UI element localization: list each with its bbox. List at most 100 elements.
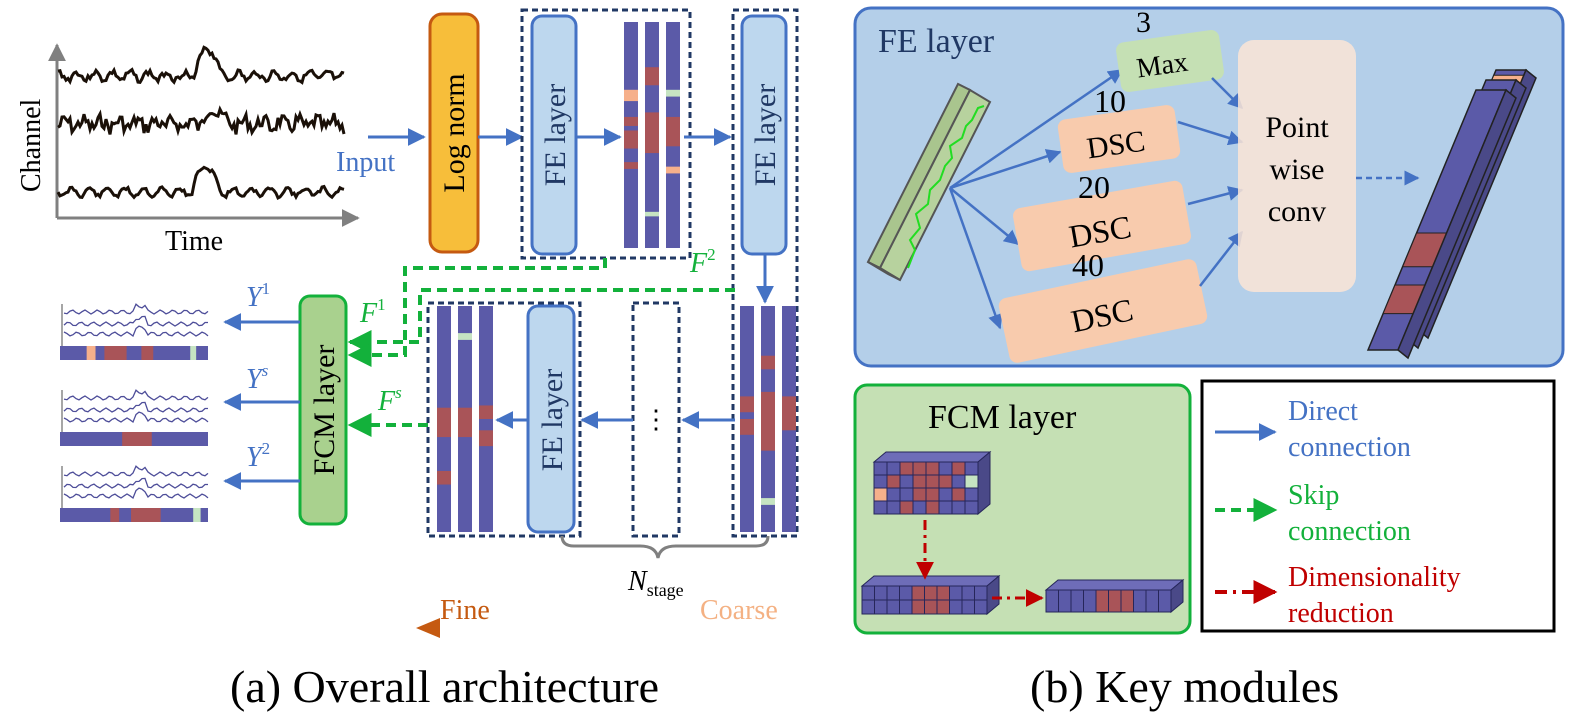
tensor-cell xyxy=(1045,589,1059,613)
tensor-cell xyxy=(1158,589,1172,613)
tensor-cell xyxy=(911,585,925,601)
tensor-cell xyxy=(938,461,953,476)
tensor-cell xyxy=(925,487,940,502)
feature-segment xyxy=(782,396,796,431)
tensor-cell xyxy=(964,500,979,515)
fine-arrowhead xyxy=(416,618,440,638)
pointwise-line-1: Point xyxy=(1265,111,1329,144)
feature-segment xyxy=(740,419,754,435)
y2-label: Y2 xyxy=(246,439,270,473)
output-predictions xyxy=(60,303,209,522)
tensor-cell xyxy=(974,585,988,601)
tensor-cell xyxy=(924,585,938,601)
feature-segment xyxy=(624,116,638,126)
tensor-cell xyxy=(936,585,950,601)
max-label: Max xyxy=(1135,47,1190,85)
signal-trace-2 xyxy=(57,105,346,138)
fe-layer-label-1: FE layer xyxy=(539,84,572,186)
feature-map-1 xyxy=(624,22,680,248)
tensor-cell xyxy=(938,474,953,489)
fe-layer-label-3: FE layer xyxy=(536,369,569,471)
tensor-cell xyxy=(951,500,966,515)
tensor-cell xyxy=(938,500,953,515)
tensor-cell xyxy=(951,487,966,502)
tensor-top-face xyxy=(1044,579,1185,591)
tensor-cell xyxy=(886,487,901,502)
tensor-cell xyxy=(873,500,888,515)
tensor-cell xyxy=(912,487,927,502)
fs-label: Fs xyxy=(377,383,402,417)
output-segment xyxy=(141,346,154,360)
dsc-kernel-10: 10 xyxy=(1094,83,1126,119)
tensor-side xyxy=(1397,88,1517,360)
tensor-cell xyxy=(886,500,901,515)
log-norm-label: Log norm xyxy=(438,73,471,192)
ys-label: Ys xyxy=(246,361,269,395)
output-trace xyxy=(63,389,209,401)
y1-label: Y1 xyxy=(246,279,270,313)
fe-module-panel xyxy=(853,6,1565,368)
caption-a: (a) Overall architecture xyxy=(230,661,659,712)
fe-layer-block-1: FE layer xyxy=(530,14,578,256)
feature-map-2 xyxy=(740,306,796,532)
tensor-cell xyxy=(899,599,913,615)
tensor-cell xyxy=(874,585,888,601)
pointwise-conv-box xyxy=(1238,40,1356,292)
fe-input-slab xyxy=(866,82,992,282)
feature-segment xyxy=(458,407,472,438)
tensor-cell xyxy=(899,461,914,476)
legend-dimred-line-2: reduction xyxy=(1288,598,1394,629)
output-trace xyxy=(63,411,209,424)
legend-skip-line-2: connection xyxy=(1288,516,1411,547)
fe-output-tensor xyxy=(1366,68,1537,360)
tensor-cell xyxy=(911,599,925,615)
feature-segment xyxy=(437,407,451,438)
stage-group-last xyxy=(426,301,582,538)
dsc-kernel-40: 40 xyxy=(1072,247,1104,283)
fine-label: Fine xyxy=(440,595,490,626)
output-segment xyxy=(104,346,127,360)
tensor-cell xyxy=(964,474,979,489)
output-trace xyxy=(63,325,209,338)
output-trace xyxy=(63,465,209,477)
feature-segment xyxy=(458,333,472,340)
tensor-cell xyxy=(1095,589,1109,613)
tensor-cell xyxy=(1058,589,1072,613)
tensor-cell xyxy=(949,585,963,601)
dsc-box-10 xyxy=(1057,105,1181,173)
tensor-cell xyxy=(925,461,940,476)
legend-direct-line-2: connection xyxy=(1288,432,1411,463)
stage-ellipsis: ⋮ xyxy=(643,405,669,434)
log-norm-block: Log norm xyxy=(428,12,480,254)
output-segment xyxy=(122,432,152,446)
tensor-cell xyxy=(899,474,914,489)
feature-segment xyxy=(666,116,680,147)
tensor-cell xyxy=(936,599,950,615)
signal-trace-1 xyxy=(57,45,345,86)
tensor-cell xyxy=(873,487,888,502)
input-label: Input xyxy=(336,147,395,178)
tensor-cell xyxy=(1070,589,1084,613)
feature-segment xyxy=(761,355,775,370)
tensor-side-face xyxy=(986,574,1000,616)
tensor-cell xyxy=(951,461,966,476)
tensor-cell xyxy=(974,599,988,615)
tensor-cell xyxy=(925,474,940,489)
fe-merge-connections xyxy=(1177,77,1244,287)
dsc-box-20 xyxy=(1013,180,1191,272)
tensor-cell xyxy=(924,599,938,615)
fe-layer-block-2: FE layer xyxy=(740,14,788,256)
feature-segment xyxy=(761,391,775,451)
dsc-box-40 xyxy=(998,259,1208,363)
feature-segment xyxy=(624,130,638,149)
tensor-top-face xyxy=(860,575,1001,587)
tensor-top-face xyxy=(872,451,992,463)
output-trace xyxy=(63,477,208,489)
feature-segment xyxy=(666,166,680,174)
feature-segment xyxy=(437,470,451,485)
tensor-cell xyxy=(899,585,913,601)
tensor-cell xyxy=(886,474,901,489)
channel-axis-label: Channel xyxy=(16,98,47,192)
output-trace xyxy=(63,303,209,315)
